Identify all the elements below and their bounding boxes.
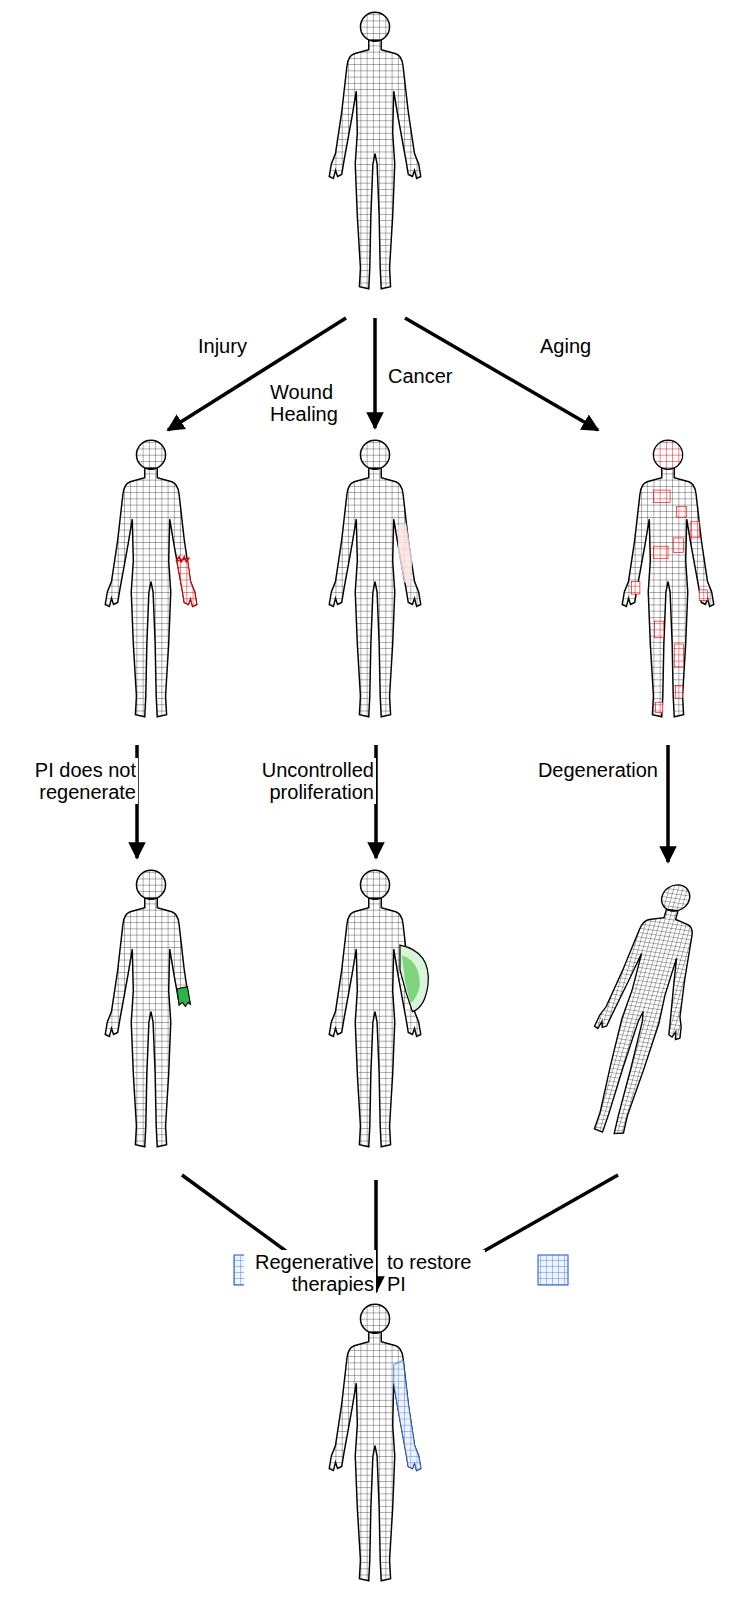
wound-edge: [176, 557, 190, 562]
body-outline: [329, 1304, 421, 1581]
body-outline: [566, 879, 722, 1139]
aging-patch: [653, 546, 668, 558]
aging-patch: [654, 441, 682, 469]
aging-patch: [632, 582, 640, 594]
diagram-label: Wound Healing: [268, 380, 356, 426]
injured-figure: [105, 440, 197, 717]
body-outline: [622, 440, 714, 717]
arrow: [373, 318, 377, 428]
aging-patch: [656, 702, 663, 712]
diagram-label: Aging: [538, 334, 593, 358]
diagram-label: to restore PI: [385, 1250, 485, 1296]
tumor: [400, 945, 428, 1012]
wound-region: [177, 559, 197, 607]
aging-patches: [632, 490, 708, 713]
diagram-label: Uncontrolled proliferation: [256, 758, 376, 804]
regenerated-tissue: [394, 1360, 421, 1470]
tumor-figure: [329, 870, 428, 1147]
diagram-label: Regenerative therapies: [244, 1250, 376, 1296]
scar-tissue: [177, 987, 191, 1007]
amputated-figure: [105, 870, 203, 1147]
restored-figure: [329, 1304, 421, 1581]
missing-hand: [172, 1004, 203, 1042]
degenerated-figure: [566, 879, 722, 1139]
aging-patch: [653, 490, 670, 502]
cancer-figure: [329, 440, 421, 717]
aging-patch: [673, 538, 683, 553]
graft-square: [538, 1255, 568, 1285]
arrow: [666, 745, 670, 862]
body-outline: [329, 870, 421, 1147]
diagram-label: Cancer: [386, 364, 454, 388]
healthy-figure: [329, 12, 421, 289]
aging-figure: [622, 440, 714, 717]
aging-patch: [674, 644, 683, 667]
body-outline: [329, 12, 421, 289]
aging-patch: [675, 686, 682, 698]
aging-patch: [691, 521, 699, 538]
body-outline: [329, 440, 421, 717]
tumor-onset: [398, 523, 413, 587]
body-outline: [105, 440, 197, 717]
diagram-label: Degeneration: [536, 758, 660, 782]
aging-patch: [699, 590, 707, 600]
diagram-label: PI does not regenerate: [30, 758, 138, 804]
diagram-label: Injury: [196, 334, 249, 358]
tumor-core: [402, 955, 420, 1003]
aging-patch: [676, 507, 686, 517]
aging-patch: [654, 621, 663, 638]
arrows: [137, 318, 668, 1292]
